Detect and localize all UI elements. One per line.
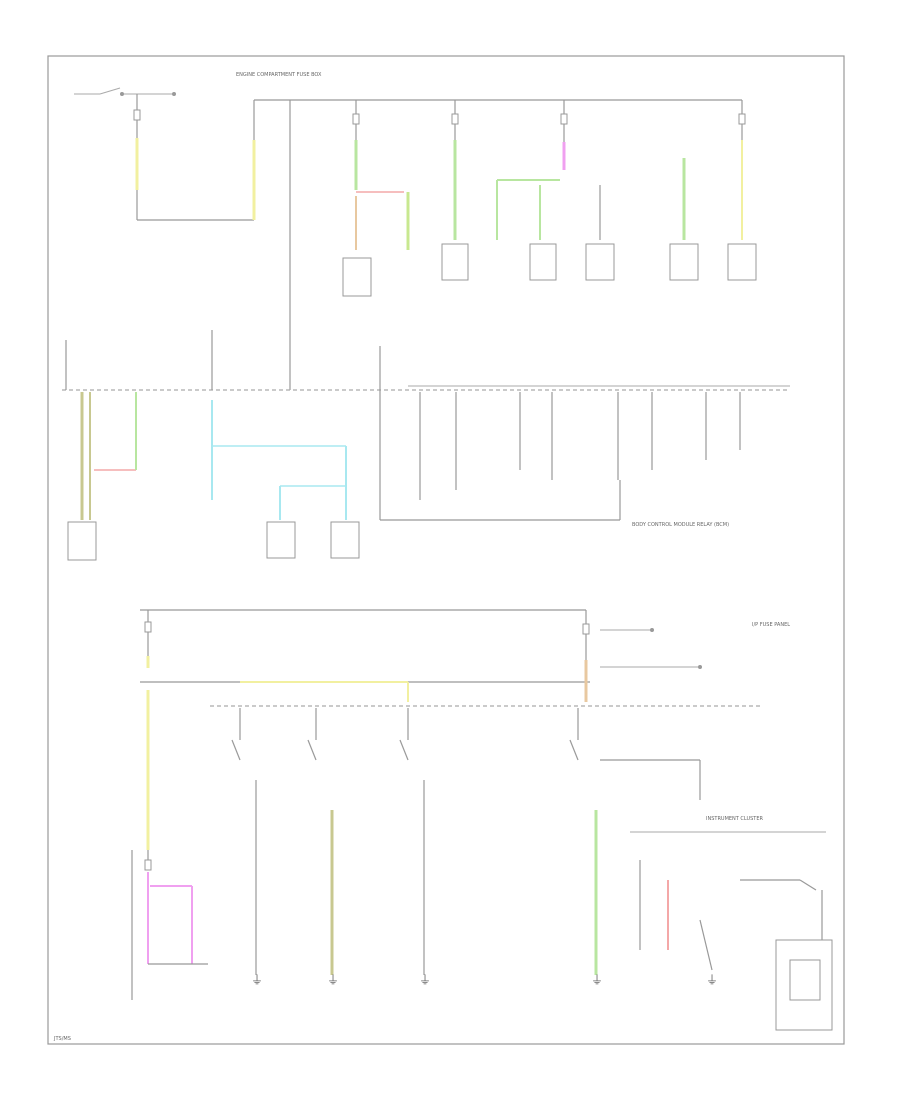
splice-dot-icon xyxy=(698,665,702,669)
component-box xyxy=(342,257,372,297)
lower-left-module xyxy=(131,690,208,1000)
switch-icon xyxy=(307,739,317,761)
top-branch-5 xyxy=(727,100,757,281)
ground-symbol-icon: ⏚ xyxy=(591,973,603,987)
page-code: JTS/MS xyxy=(53,1036,71,1042)
fuse-box-title: ENGINE COMPARTMENT FUSE BOX xyxy=(236,72,322,78)
bcm-label: BODY CONTROL MODULE RELAY (BCM) xyxy=(632,522,729,528)
component-box xyxy=(266,521,296,559)
splice-dot-icon xyxy=(650,628,654,632)
top-branch-4 xyxy=(669,158,699,281)
switch-icon xyxy=(569,739,579,761)
ground-symbol-icon: ⏚ xyxy=(251,973,263,987)
ground-symbol-icon: ⏚ xyxy=(327,973,339,987)
top-section: ENGINE COMPARTMENT FUSE BOX xyxy=(74,72,757,390)
bottom-section: I/P FUSE PANEL ⏚ ⏚ xyxy=(131,609,833,1031)
fuse-panel-label: I/P FUSE PANEL xyxy=(752,622,790,628)
diagram-frame xyxy=(47,55,845,1045)
ground-symbol-icon: ⏚ xyxy=(419,973,431,987)
component-box xyxy=(529,243,557,281)
component-box xyxy=(441,243,469,281)
splice-dot-icon xyxy=(172,92,176,96)
switch-icon xyxy=(231,739,241,761)
top-branch-1 xyxy=(342,100,410,297)
ground-symbol-icon: ⏚ xyxy=(706,973,718,987)
lower-right-module: INSTRUMENT CLUSTER ⏚ xyxy=(630,816,833,1031)
switch-icon xyxy=(399,739,409,761)
switch-group-3: ⏚ xyxy=(399,708,431,987)
component-box xyxy=(669,243,699,281)
component-box xyxy=(330,521,360,559)
switch-group-4: ⏚ xyxy=(569,708,701,987)
middle-section: BODY CONTROL MODULE RELAY (BCM) xyxy=(62,330,790,561)
component-box xyxy=(789,959,821,1001)
component-box xyxy=(585,243,615,281)
top-branch-3 xyxy=(560,100,615,281)
fuse-icon xyxy=(133,109,141,121)
switch-group-1: ⏚ xyxy=(231,708,263,987)
switch-group-2: ⏚ xyxy=(307,708,339,987)
instrument-cluster-label: INSTRUMENT CLUSTER xyxy=(706,816,764,822)
switch-icon xyxy=(799,879,817,891)
top-left-feed xyxy=(74,87,256,221)
top-branch-2 xyxy=(441,100,560,281)
component-box xyxy=(67,521,97,561)
component-box xyxy=(727,243,757,281)
